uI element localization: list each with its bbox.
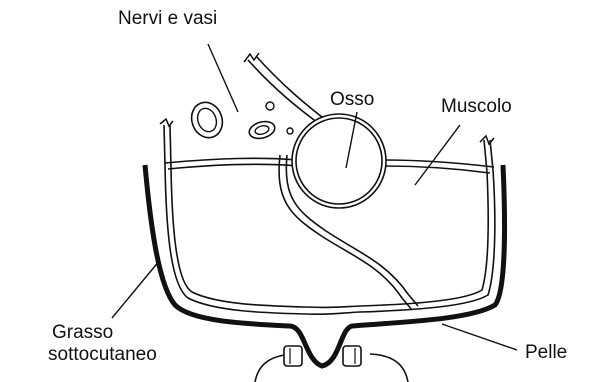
label-fat-line2: sottocutaneo (48, 344, 157, 366)
bone-outer (292, 114, 386, 208)
upper-left-boundary-a (164, 125, 165, 165)
label-bone: Osso (330, 89, 374, 111)
nerve-small-1 (266, 102, 274, 110)
upper-right-boundary-b (490, 140, 493, 170)
fixture-left-pad (284, 346, 302, 366)
leader-nerves (208, 44, 238, 112)
label-skin: Pelle (525, 342, 567, 364)
label-fat-line1: Grasso (48, 322, 157, 344)
upper-left-torn-edge (160, 119, 173, 126)
label-muscle: Muscolo (441, 96, 512, 118)
upper-left-boundary-b (170, 125, 171, 168)
leader-fat (112, 260, 160, 318)
label-nerves-vessels: Nervi e vasi (118, 8, 217, 30)
upper-right-boundary-a (484, 140, 487, 172)
upper-fascia-b (256, 56, 331, 124)
leader-muscle (415, 125, 460, 185)
fascia-line (165, 158, 298, 163)
label-subcutaneous-fat: Grasso sottocutaneo (48, 322, 157, 366)
fascia-line-right-2 (384, 166, 490, 173)
fixture-right-pad (343, 346, 361, 366)
leader-skin (442, 324, 517, 350)
fixture-right-arm (370, 354, 408, 382)
upper-fascia-a (248, 60, 325, 128)
vessel-large-outer (187, 98, 228, 142)
upper-right-torn-edge (480, 136, 494, 144)
vessel-large-inner (194, 106, 219, 135)
vessel-medium-outer (247, 119, 276, 141)
nerve-small-2 (287, 128, 293, 134)
vessel-medium-inner (254, 124, 270, 135)
